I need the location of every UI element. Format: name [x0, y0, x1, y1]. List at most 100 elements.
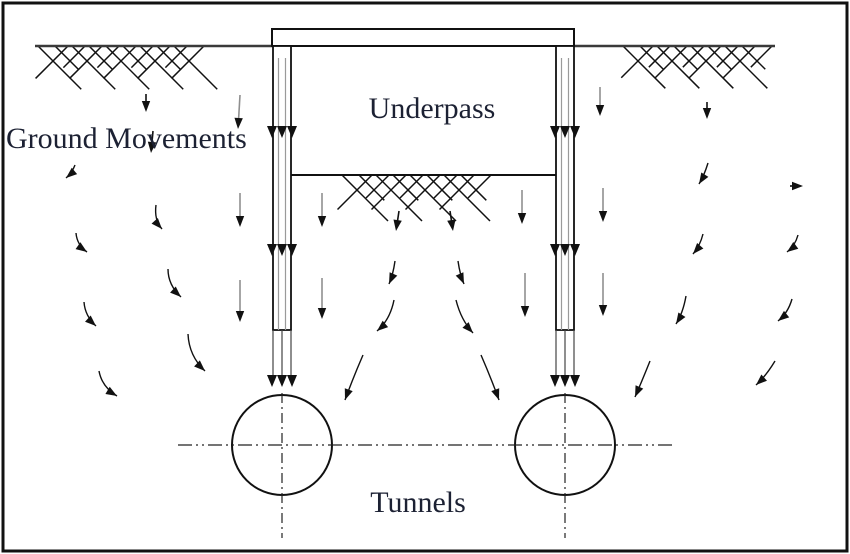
pile-arrowhead [550, 375, 560, 387]
tunnels-label: Tunnels [370, 486, 466, 519]
hatch-stroke [336, 174, 373, 211]
arrowhead [377, 320, 389, 331]
arrowhead [317, 216, 327, 227]
arrowhead [491, 388, 500, 400]
movement-arrow [393, 210, 402, 231]
arrowhead [194, 360, 205, 371]
curved-movement-arrow [83, 301, 97, 327]
arrowhead [699, 172, 709, 184]
hatch-stroke [130, 45, 154, 69]
pile-arrowhead [550, 244, 560, 256]
hatch-stroke [443, 174, 491, 222]
curved-movement-arrow [376, 299, 395, 332]
underpass-top-slab [271, 28, 575, 47]
hatch-stroke [358, 174, 385, 201]
arrowhead [595, 105, 605, 116]
hatch-stroke [156, 45, 182, 71]
hatch-stroke [722, 45, 756, 79]
arrowhead [462, 322, 473, 333]
hatch-stroke [682, 45, 705, 68]
underpass-wall [272, 45, 292, 331]
hatch-stroke [173, 45, 218, 90]
hatch-stroke [404, 174, 441, 211]
hatch-stroke [341, 174, 389, 222]
arrowhead [792, 181, 803, 191]
arrowhead [105, 386, 117, 396]
pile-arrowhead [267, 375, 277, 387]
movement-arrow [235, 280, 245, 322]
movement-arrow-layer [65, 87, 803, 401]
hatch-stroke [741, 45, 766, 70]
arrowhead [517, 213, 527, 224]
ground-hatch [336, 174, 492, 222]
pile-arrowhead [277, 244, 287, 256]
pile-load-arrows [267, 58, 297, 387]
arrowhead [598, 211, 608, 222]
arrowhead [147, 141, 157, 153]
pile-arrowhead [287, 126, 297, 138]
hatch-stroke [409, 174, 457, 222]
hatch-stroke [375, 174, 423, 222]
hatch-stroke [724, 45, 768, 89]
curved-movement-arrow [151, 204, 163, 230]
pile-arrowhead [560, 375, 570, 387]
hatch-stroke [122, 45, 148, 71]
movement-arrow [234, 94, 243, 129]
movement-arrow [598, 188, 608, 222]
arrowhead [151, 217, 162, 229]
curved-movement-arrow [755, 360, 776, 386]
movement-arrow [595, 87, 605, 116]
underpass-wall [555, 45, 575, 331]
pile-arrowhead [570, 375, 580, 387]
hatch-stroke [460, 174, 487, 201]
ground-movements-label: Ground Movements [6, 122, 247, 155]
curved-movement-arrow [675, 295, 687, 325]
arrowhead [66, 167, 78, 178]
hatch-stroke [171, 45, 205, 79]
arrowhead [393, 219, 402, 231]
hatch-stroke [426, 174, 453, 201]
pile-arrowhead [267, 126, 277, 138]
pile-arrowhead [570, 244, 580, 256]
hatch-stroke [673, 45, 698, 70]
curved-movement-arrow [187, 333, 206, 372]
curved-movement-arrow [634, 360, 651, 398]
pile-arrowhead [570, 126, 580, 138]
ground-hatch-layer [35, 45, 773, 222]
hatch-stroke [370, 174, 407, 211]
hatch-stroke [639, 45, 664, 70]
hatch-stroke [62, 45, 86, 69]
arrowhead [778, 310, 790, 321]
arrowhead [170, 286, 181, 297]
hatch-stroke [139, 45, 184, 90]
curved-movement-arrow [65, 164, 78, 179]
hatch-stroke [96, 45, 120, 69]
hatch-stroke [69, 45, 103, 79]
centerline-layer [178, 393, 672, 538]
movement-arrow [598, 273, 608, 316]
hatch-stroke [654, 45, 688, 79]
movement-arrow [235, 193, 245, 227]
pile-arrowhead [277, 126, 287, 138]
curved-movement-arrow [777, 298, 793, 322]
pile-arrowhead [560, 244, 570, 256]
arrowhead [520, 306, 530, 317]
ground-hatch [35, 45, 218, 90]
arrowhead [234, 117, 243, 129]
curved-movement-arrow [98, 370, 118, 397]
curved-movement-arrow [692, 233, 704, 255]
arrowhead [787, 242, 799, 252]
hatch-stroke [105, 45, 150, 90]
underpass-structure-layer [271, 28, 575, 331]
arrowhead [85, 315, 96, 326]
arrowhead [141, 101, 151, 112]
hatch-stroke [467, 174, 492, 199]
arrowhead [235, 311, 245, 322]
curved-movement-arrow [455, 299, 474, 334]
hatch-stroke [54, 45, 80, 71]
hatch-stroke [103, 45, 137, 79]
hatch-stroke [707, 45, 732, 70]
